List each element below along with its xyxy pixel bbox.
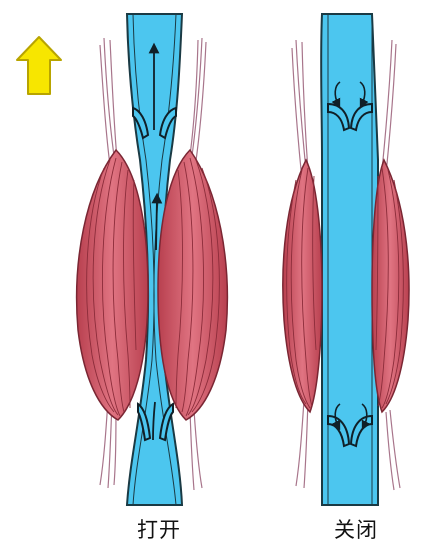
closed-label: 关闭 [316, 514, 396, 544]
open-valve-panel [77, 14, 228, 505]
muscle [158, 150, 227, 420]
vein [321, 14, 378, 505]
muscle [372, 160, 409, 412]
up-arrow-icon [17, 37, 61, 94]
closed-valve-panel [283, 14, 409, 505]
open-label: 打开 [119, 514, 199, 544]
muscle [283, 160, 322, 412]
muscle [77, 150, 148, 420]
